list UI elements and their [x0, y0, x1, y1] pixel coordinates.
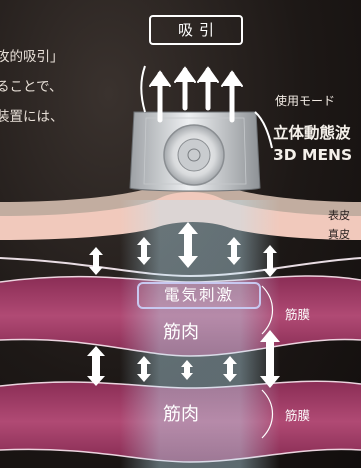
- mode-name: 立体動態波: [273, 124, 351, 142]
- electric-stimulation-label: 電気刺激: [137, 282, 261, 309]
- muscle-arrows-icon: [87, 330, 280, 388]
- suction-label: 吸引: [149, 15, 243, 45]
- intro-line-2: ることで、: [0, 79, 63, 95]
- muscle-label-bottom: 筋肉: [163, 404, 199, 425]
- intro-line-1: 攻的吸引」: [0, 49, 64, 65]
- fascia-label-top: 筋膜: [285, 307, 311, 322]
- fascia-bracket-bottom: [261, 389, 274, 439]
- epidermis-label: 表皮: [328, 209, 350, 222]
- dermis-label: 真皮: [328, 228, 350, 241]
- mode-name-en: 3D MENS: [273, 146, 353, 164]
- intro-line-3: 装置には、: [0, 109, 64, 125]
- fascia-bracket-top: [261, 285, 274, 335]
- muscle-label-top: 筋肉: [163, 322, 199, 343]
- mode-label: 使用モード: [275, 94, 336, 108]
- fascia-label-bottom: 筋膜: [285, 408, 311, 423]
- stretch-arrows-icon: [89, 222, 277, 277]
- suction-arrows-icon: [149, 66, 243, 123]
